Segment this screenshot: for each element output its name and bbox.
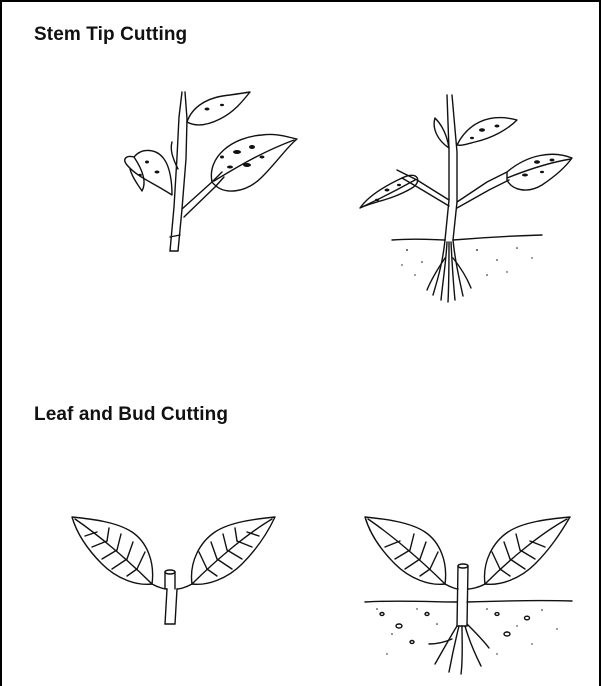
stem-tip-cutting-rooted-illustration <box>357 90 582 308</box>
section-title-stem-tip-cutting: Stem Tip Cutting <box>34 24 187 46</box>
stem-tip-cutting-unrooted-illustration <box>112 87 302 262</box>
leaf-bud-cutting-rooted-illustration <box>357 514 582 679</box>
section-title-leaf-and-bud-cutting: Leaf and Bud Cutting <box>34 404 228 426</box>
leaf-bud-cutting-unrooted-illustration <box>67 514 292 634</box>
